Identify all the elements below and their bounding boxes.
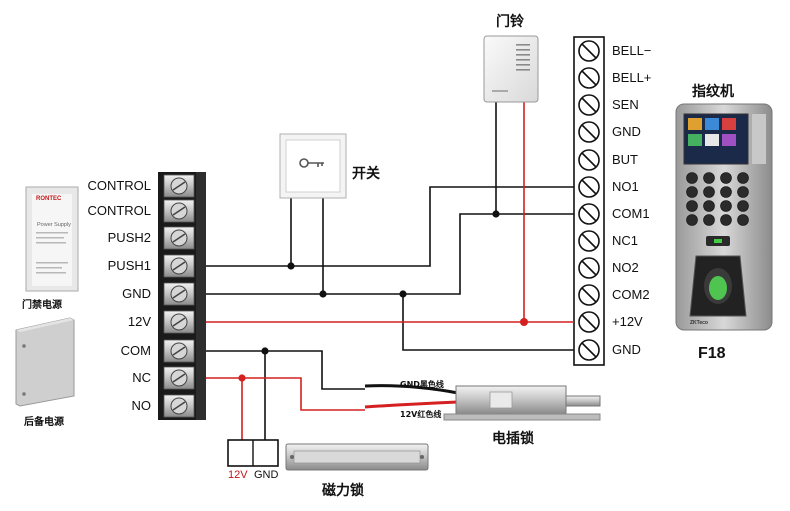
junction-dots xyxy=(238,210,528,382)
switch-caption: 开关 xyxy=(352,166,380,182)
gnd-wire-label: GND黑色线 xyxy=(400,380,444,389)
f18-screw-terminal xyxy=(578,149,600,171)
controller-terminal-label: PUSH1 xyxy=(107,258,151,273)
controller-terminal-label: CONTROL xyxy=(87,178,151,193)
f18-screw-terminal xyxy=(578,121,600,143)
f18-key xyxy=(737,214,749,226)
f18-screw-terminal xyxy=(578,311,600,333)
f18-screw-terminal xyxy=(578,203,600,225)
f18-terminal-label: GND xyxy=(612,124,641,139)
controller-screw-terminal xyxy=(163,174,195,198)
access-power-caption: 门禁电源 xyxy=(22,300,62,311)
controller-screw-terminal xyxy=(163,226,195,250)
f18-terminal-label: +12V xyxy=(612,314,643,329)
f18-key xyxy=(720,214,732,226)
v12-wire-label: 12V红色线 xyxy=(400,410,442,419)
f18-key xyxy=(703,172,715,184)
mag-12v-label: 12V xyxy=(228,469,248,481)
f18-terminal-label: NO2 xyxy=(612,260,639,275)
f18-key xyxy=(737,186,749,198)
f18-terminal-label: COM2 xyxy=(612,287,650,302)
f18-terminal-label: COM1 xyxy=(612,206,650,221)
psu-brand: RONTEC xyxy=(36,196,62,202)
controller-screw-terminal xyxy=(163,199,195,223)
f18-screw-terminal xyxy=(578,67,600,89)
f18-key xyxy=(737,172,749,184)
f18-screw-terminal xyxy=(578,94,600,116)
f18-terminal-label: GND xyxy=(612,342,641,357)
model-caption: F18 xyxy=(698,345,726,362)
zk-logo: ZKTeco xyxy=(690,320,708,326)
psu-title: Power Supply xyxy=(37,222,71,228)
f18-screw-terminal xyxy=(578,40,600,62)
exit-switch-device xyxy=(279,133,347,199)
controller-screw-terminal xyxy=(163,394,195,418)
controller-terminal-label: GND xyxy=(122,286,151,301)
f18-screw-terminal xyxy=(578,257,600,279)
controller-terminal-label: 12V xyxy=(127,314,151,329)
controller-terminal-label: NO xyxy=(131,398,152,413)
controller-screw-terminal xyxy=(163,254,195,278)
controller-screw-terminal xyxy=(163,282,195,306)
f18-key xyxy=(686,186,698,198)
f18-terminal-label: BELL− xyxy=(612,43,652,58)
electric-bolt-caption: 电插锁 xyxy=(492,431,534,447)
controller-terminal-label: NC xyxy=(132,370,151,385)
controller-terminal-label: CONTROL xyxy=(87,203,151,218)
controller-terminal-label: COM xyxy=(120,343,151,358)
f18-screw-terminal xyxy=(578,230,600,252)
f18-screws xyxy=(578,40,600,361)
f18-terminal-block xyxy=(573,36,605,366)
controller-screw-terminal xyxy=(163,366,195,390)
fingerprint-caption: 指纹机 xyxy=(692,84,734,100)
f18-terminal-label: SEN xyxy=(612,97,639,112)
f18-key xyxy=(703,214,715,226)
f18-key xyxy=(686,214,698,226)
backup-power-box xyxy=(15,317,75,407)
access-power-supply xyxy=(25,186,79,292)
mag-gnd-label: GND xyxy=(254,469,279,481)
controller-screw-terminal xyxy=(163,310,195,334)
controller-terminal-label: PUSH2 xyxy=(107,230,151,245)
magnetic-lock xyxy=(227,439,429,471)
backup-power-caption: 后备电源 xyxy=(24,417,64,428)
doorbell-caption: 门铃 xyxy=(496,14,524,30)
controller-screws xyxy=(163,174,195,418)
f18-key xyxy=(720,172,732,184)
magnetic-lock-caption: 磁力锁 xyxy=(322,483,364,499)
controller-screw-terminal xyxy=(163,339,195,363)
f18-screw-terminal xyxy=(578,284,600,306)
f18-key xyxy=(686,200,698,212)
f18-terminal-label: NO1 xyxy=(612,179,639,194)
f18-key xyxy=(686,172,698,184)
f18-screw-terminal xyxy=(578,176,600,198)
red-wires xyxy=(206,100,574,440)
f18-key xyxy=(703,200,715,212)
fingerprint-device-f18 xyxy=(675,103,773,331)
f18-terminal-label: BUT xyxy=(612,152,638,167)
f18-key xyxy=(737,200,749,212)
f18-key xyxy=(720,200,732,212)
f18-terminal-label: BELL+ xyxy=(612,70,652,85)
f18-key xyxy=(720,186,732,198)
electric-bolt-lock xyxy=(364,384,601,421)
f18-terminal-label: NC1 xyxy=(612,233,639,248)
doorbell-device xyxy=(483,35,539,103)
f18-key xyxy=(703,186,715,198)
f18-screw-terminal xyxy=(578,339,600,361)
